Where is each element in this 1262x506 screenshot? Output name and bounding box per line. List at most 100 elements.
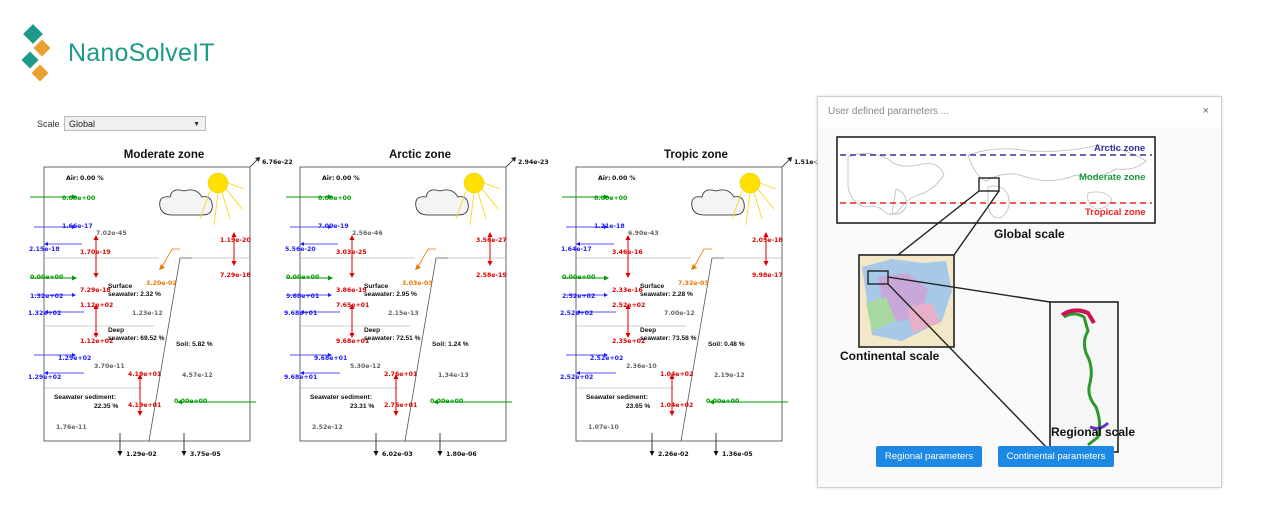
scale-map-illustration [836,136,1156,453]
sediment-label: Seawater sediment: [310,394,372,402]
sediment-percentage-part: 23.31 % [350,403,375,410]
zone-diagram-svg [562,157,792,456]
continental-parameters-button[interactable]: Continental parameters [998,446,1114,467]
flow-value: 2.56e-46 [352,230,383,237]
air-percentage: 0.00 % [80,175,104,182]
flow-value: 9.68e+01 [286,293,320,300]
flow-value: 2.52e+02 [560,374,594,381]
flow-value: 1.34e-13 [438,372,469,379]
flow-value: 2.58e-19 [476,272,507,279]
chevron-down-icon: ▼ [193,121,200,128]
flow-value: 3.20e-02 [146,280,177,287]
flow-value: 9.68e+01 [284,310,318,317]
flow-value: 7.29e-18 [220,272,251,279]
flow-value: 2.52e+02 [560,310,594,317]
moderate-zone-label: Moderate zone [1079,172,1146,183]
air-label: Air: [322,175,335,182]
flow-value: 1.29e+02 [58,355,92,362]
flow-value: 0.00e+00 [30,274,64,281]
global-scale-label: Global scale [994,227,1065,241]
flow-value: 7.02e-45 [96,230,127,237]
zone-title: Arctic zone [389,149,451,161]
flow-value: 4.19e+01 [128,402,162,409]
flow-value: 0.00e+00 [174,398,208,405]
flow-value: 1.23e-12 [132,310,163,317]
flow-value: 3.86e-19 [336,287,367,294]
surface-seawater-percentage-part: 2.32 % [140,291,161,298]
soil-percentage-part: 0.48 % [724,341,745,348]
sediment-label-part: Seawater sediment: [310,394,372,401]
soil-percentage: Soil: 0.48 % [708,341,745,349]
flow-value: 0.00e+00 [562,274,596,281]
deep-label: Deep [640,327,656,335]
air-percentage: 0.00 % [612,175,636,182]
flow-value: 1.04e+02 [660,371,694,378]
scale-select-value: Global [69,119,96,129]
user-parameters-dialog: User defined parameters ... × [817,96,1222,488]
flow-value: 1.32e+02 [28,310,62,317]
flow-value: 2.15e-18 [29,246,60,253]
sediment-percentage-part: 22.35 % [94,403,119,410]
deep-seawater-percentage-part: seawater: [108,335,139,342]
air-inflow-value: 0.00e+00 [594,195,628,202]
flow-value: 2.52e-12 [312,424,343,431]
flow-value: 3.56e-27 [476,237,507,244]
deep-seawater-percentage-part: 72.51 % [396,335,421,342]
air-outflow-value: 1.51e-20 [794,159,825,166]
air-percentage: 0.00 % [336,175,360,182]
logo-text: NanoSolveIT [68,38,215,67]
flow-value: 2.35e+02 [612,338,646,345]
flow-value: 1.04e+02 [660,402,694,409]
sediment-label-part: Seawater sediment: [54,394,116,401]
sediment-label: Seawater sediment: [54,394,116,402]
flow-value: 1.07e-10 [588,424,619,431]
regional-parameters-button[interactable]: Regional parameters [876,446,982,467]
flow-value: 7.32e-03 [678,280,709,287]
soil-percentage: Soil: 5.82 % [176,341,213,349]
flow-value: 2.52e+02 [612,302,646,309]
flow-value: 5.56e-20 [285,246,316,253]
surface-label: Surface [640,283,664,291]
deep-seawater-percentage-part: seawater: [364,335,395,342]
dialog-body: Arctic zone Moderate zone Tropical zone … [818,127,1221,487]
surface-label-part: Surface [640,283,665,290]
surface-seawater-percentage: seawater: 2.95 % [364,291,417,299]
flow-value: 2.33e-16 [612,287,643,294]
soil-leaching-value: 1.36e-05 [722,451,753,458]
flow-value: 1.76e-11 [56,424,87,431]
sediment-label: Seawater sediment: [586,394,648,402]
surface-seawater-percentage-part: seawater: [108,291,139,298]
air-outflow-value: 2.94e-23 [518,159,549,166]
surface-label: Surface [364,283,388,291]
flow-value: 1.32e+02 [30,293,64,300]
zone-title: Moderate zone [123,149,205,161]
deep-label-part: Deep [640,327,657,334]
scale-select[interactable]: Global ▼ [64,116,206,131]
regional-scale-label: Regional scale [1051,425,1136,439]
soil-percentage-part: Soil: [708,341,723,348]
flow-value: 3.03e-25 [336,249,367,256]
flow-value: 1.66e-17 [62,223,93,230]
sediment-label-part: Seawater sediment: [586,394,648,401]
surface-label-part: Surface [108,283,133,290]
flow-value: 9.68e+01 [284,374,318,381]
flow-value: 9.68e+01 [336,338,370,345]
sediment-burial-value: 6.02e-03 [382,451,413,458]
air-outflow-value: 6.76e-22 [262,159,293,166]
surface-seawater-percentage: seawater: 2.28 % [640,291,693,299]
soil-percentage: Soil: 1.24 % [432,341,469,349]
flow-value: 6.90e-43 [628,230,659,237]
scale-label: Scale [37,119,60,129]
deep-seawater-percentage: seawater: 73.58 % [640,335,696,343]
flow-value: 1.21e-18 [594,223,625,230]
air-label: Air: [598,175,611,182]
deep-seawater-percentage-part: 69.52 % [140,335,165,342]
close-icon[interactable]: × [1202,105,1209,117]
flow-value: 2.19e-12 [714,372,745,379]
flow-value: 2.15e-13 [388,310,419,317]
deep-seawater-percentage-part: 73.58 % [672,335,697,342]
flow-value: 0.00e+00 [430,398,464,405]
soil-percentage-part: Soil: [432,341,447,348]
deep-seawater-percentage: seawater: 72.51 % [364,335,420,343]
flow-value: 7.00e-12 [664,310,695,317]
